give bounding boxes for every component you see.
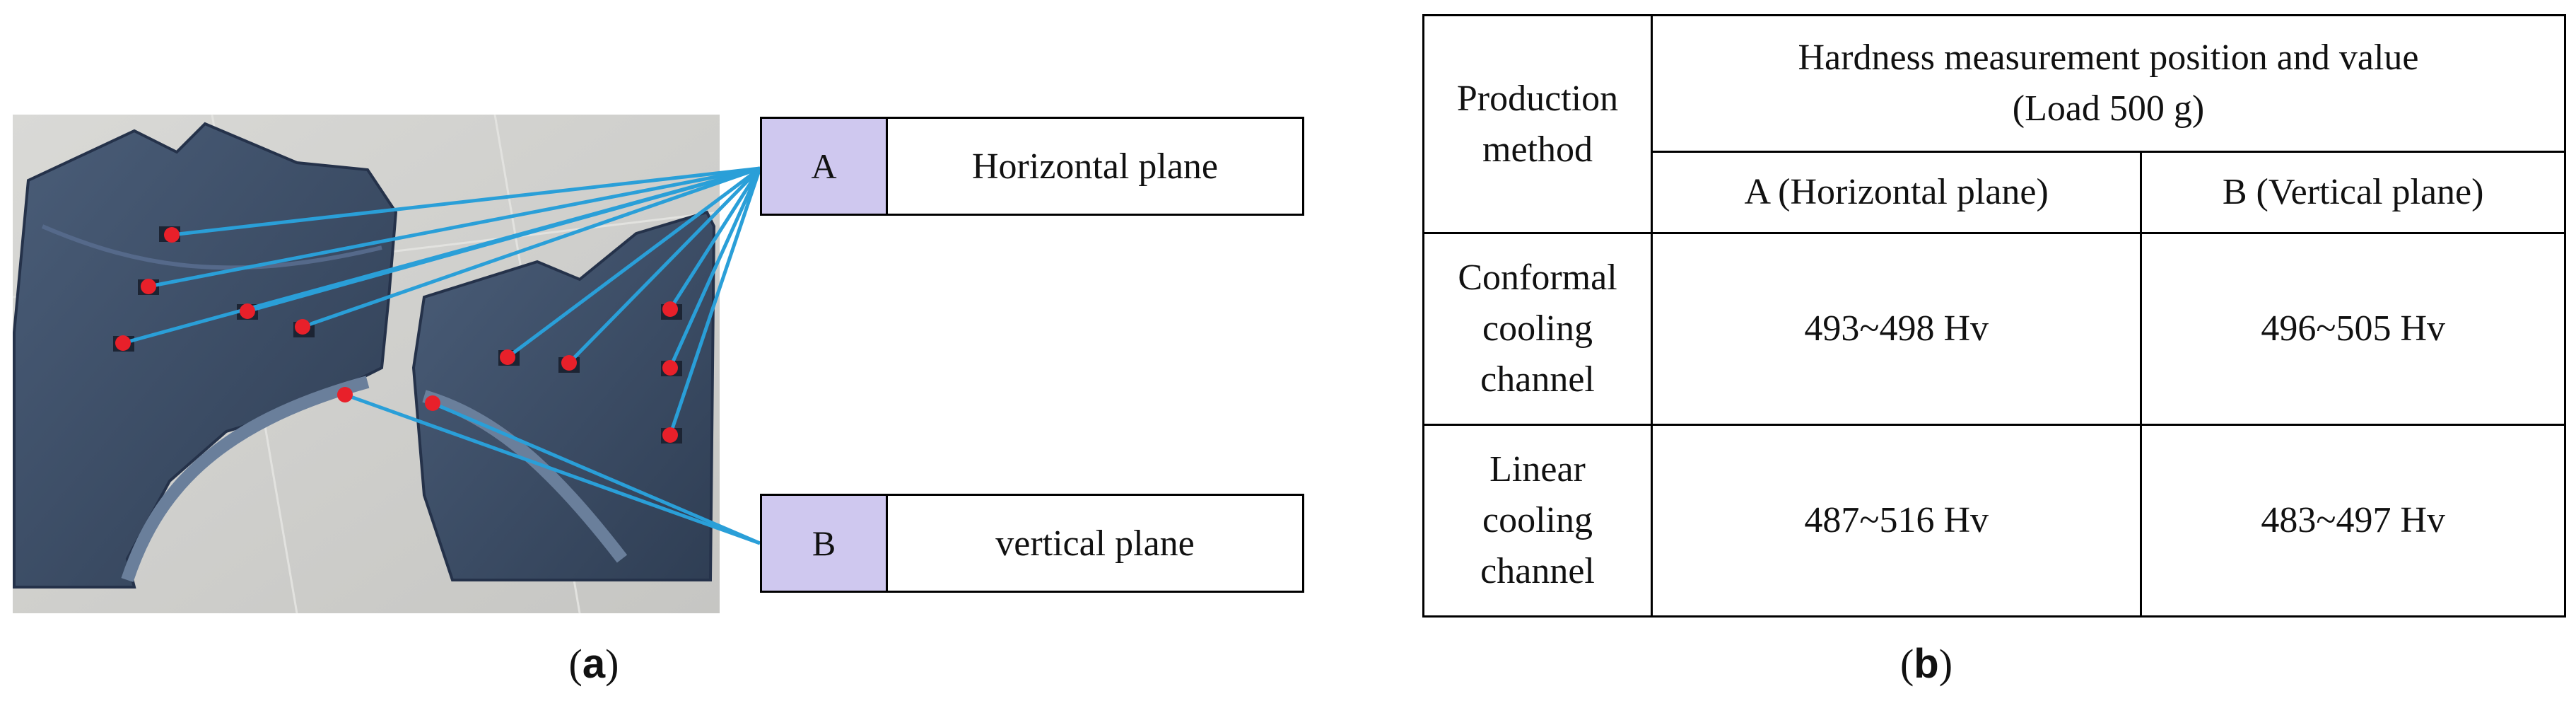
label-a-text: Horizontal plane — [972, 146, 1218, 187]
header-hardness-measure: Hardness measurement position and value … — [1651, 14, 2566, 153]
row-value-a: 493~498 Hv — [1650, 232, 2143, 426]
table-row: Linear cooling channel 487~516 Hv 483~49… — [1422, 424, 2566, 618]
panel-a: A Horizontal plane B vertical plane (a) — [12, 114, 1304, 687]
hardness-table: Production method Hardness measurement p… — [1422, 14, 2566, 618]
leader-lines-a — [122, 166, 762, 436]
row-value-b: 483~497 Hv — [2140, 424, 2566, 618]
row-method-text: Conformal cooling channel — [1458, 257, 1617, 400]
col-header-b: B (Vertical plane) — [2140, 151, 2566, 234]
row-method: Conformal cooling channel — [1422, 232, 1653, 426]
header-production-method: Production method — [1422, 14, 1653, 234]
right-part — [411, 210, 716, 581]
col-header-a: A (Horizontal plane) — [1650, 151, 2143, 234]
caption-b-letter: b — [1914, 641, 1939, 687]
header-method-text: Production method — [1456, 78, 1619, 170]
table-subheader-row: A (Horizontal plane) B (Vertical plane) — [1424, 151, 2566, 234]
label-box-b: B vertical plane — [760, 494, 1304, 593]
row-value-a: 487~516 Hv — [1650, 424, 2143, 618]
caption-b: (b) — [1899, 641, 1953, 687]
label-box-a: A Horizontal plane — [760, 117, 1304, 216]
label-b-letter: B — [762, 496, 888, 591]
part-photo — [12, 114, 762, 614]
caption-a: (a) — [568, 641, 619, 687]
row-value-b: 496~505 Hv — [2140, 232, 2566, 426]
left-part — [13, 122, 398, 589]
table-header-row: Production method Hardness measurement p… — [1422, 14, 2566, 234]
measurement-markers — [115, 227, 678, 443]
caption-a-letter: a — [582, 641, 606, 687]
leader-lines-b — [344, 393, 761, 545]
label-b-text: vertical plane — [995, 523, 1195, 564]
table-row: Conformal cooling channel 493~498 Hv 496… — [1422, 232, 2566, 426]
header-measure-line1: Hardness measurement position and value — [1798, 37, 2419, 79]
label-b-letter-text: B — [812, 523, 836, 563]
header-measure-line2: (Load 500 g) — [2012, 88, 2205, 129]
row-method: Linear cooling channel — [1422, 424, 1653, 618]
label-a-letter: A — [762, 119, 888, 214]
row-method-text: Linear cooling channel — [1480, 449, 1595, 591]
